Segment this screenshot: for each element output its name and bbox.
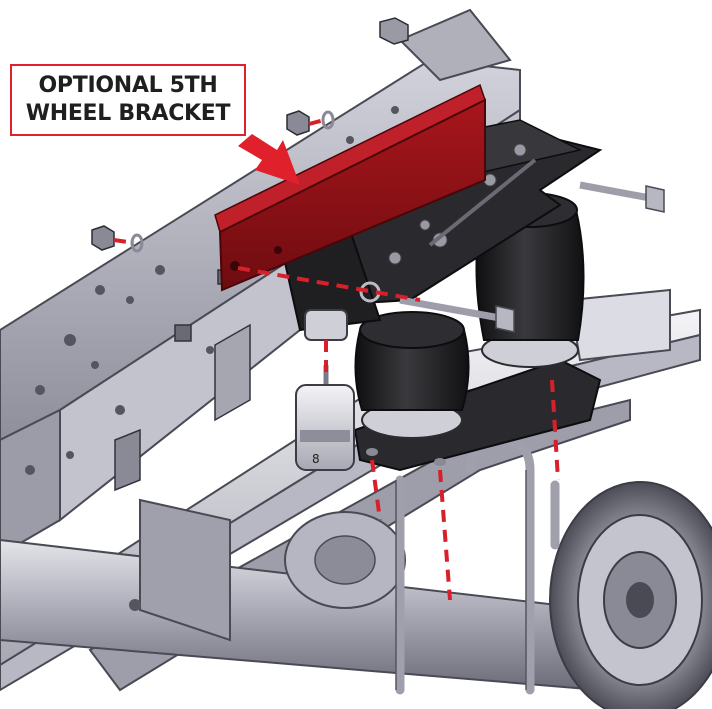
- bump-stop: 8: [295, 309, 355, 471]
- air-spring-front: [354, 311, 470, 439]
- long-bolts: [399, 181, 665, 333]
- callout-line-2: WHEEL BRACKET: [25, 101, 231, 126]
- callout-line-1: OPTIONAL 5TH: [38, 73, 218, 98]
- pointer-arrow-icon: [238, 134, 300, 185]
- fifth-wheel-bracket: [214, 83, 486, 292]
- assembly-guide-lines: [113, 118, 560, 601]
- callout-label: OPTIONAL 5TH WHEEL BRACKET: [10, 64, 246, 136]
- svg-text:8: 8: [312, 452, 320, 466]
- fastener-nuts-washers: [91, 17, 409, 253]
- axle-tube: [0, 498, 601, 692]
- brake-rotor: [549, 481, 712, 709]
